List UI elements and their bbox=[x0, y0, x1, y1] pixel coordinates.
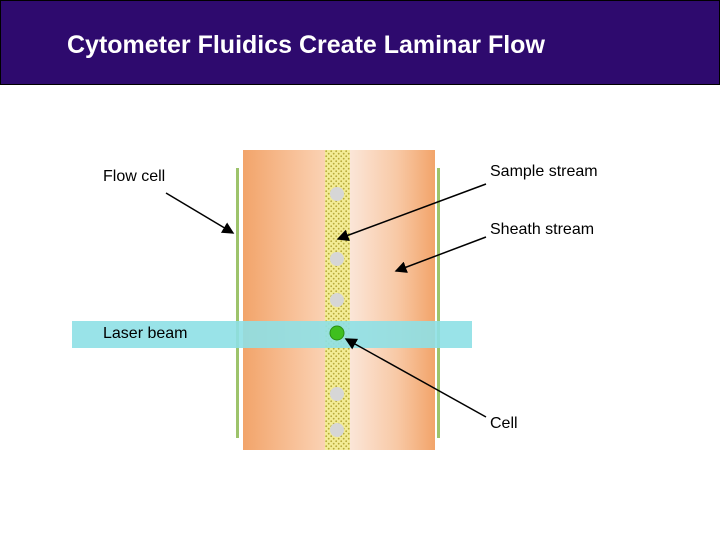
flow-cell-arrow bbox=[165, 192, 235, 234]
particle bbox=[330, 423, 344, 437]
flow-cell-wall-left bbox=[236, 168, 239, 438]
sample-stream-arrow bbox=[336, 183, 487, 241]
laser-beam bbox=[72, 321, 472, 348]
sheath-stream-label: Sheath stream bbox=[490, 221, 595, 238]
sheath-stream-right bbox=[350, 150, 435, 450]
laser-beam-label: Laser beam bbox=[103, 325, 188, 342]
particle bbox=[330, 293, 344, 307]
cell-label: Cell bbox=[490, 415, 518, 432]
detected-cell bbox=[329, 325, 345, 341]
particle bbox=[330, 387, 344, 401]
slide-title: Cytometer Fluidics Create Laminar Flow bbox=[67, 31, 545, 59]
flow-cell-label: Flow cell bbox=[103, 168, 166, 185]
cell-arrow bbox=[344, 338, 487, 418]
title-bar: Cytometer Fluidics Create Laminar Flow bbox=[0, 0, 720, 85]
sheath-stream-arrow bbox=[394, 236, 487, 273]
sheath-stream-left bbox=[243, 150, 325, 450]
sample-stream-label: Sample stream bbox=[490, 163, 598, 180]
particle bbox=[330, 252, 344, 266]
particle bbox=[330, 187, 344, 201]
flow-cell-wall-right bbox=[437, 168, 440, 438]
